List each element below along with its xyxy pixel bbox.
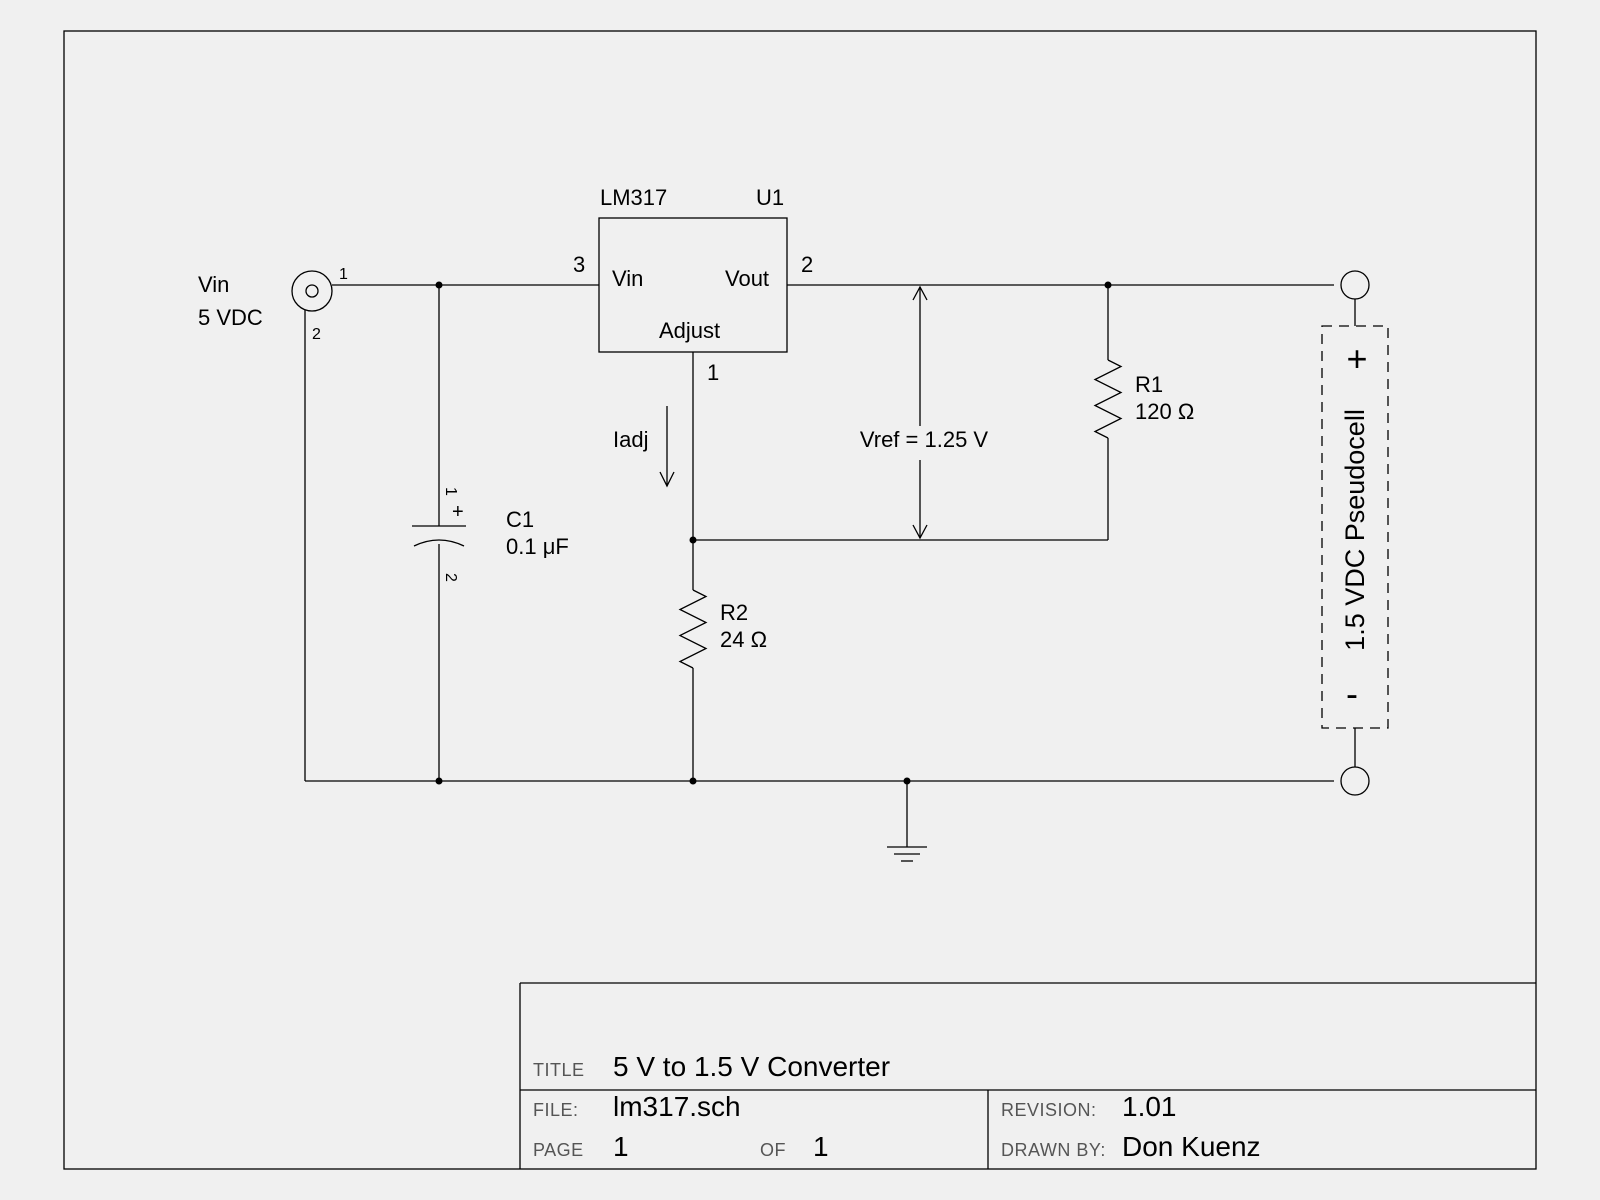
regulator-vin-label: Vin <box>612 266 643 291</box>
junction-dot <box>435 777 443 785</box>
c1-value: 0.1 μF <box>506 534 569 559</box>
pseudocell[interactable] <box>1321 325 1389 729</box>
resistor-r2[interactable] <box>678 589 708 669</box>
regulator-refdes: U1 <box>756 185 784 210</box>
resistor-symbol <box>678 589 708 669</box>
ground-symbol <box>887 846 927 862</box>
bnc-connector-icon <box>291 270 333 312</box>
junction-dot <box>689 536 697 544</box>
r2-value: 24 Ω <box>720 627 767 652</box>
regulator-u1[interactable] <box>598 217 788 353</box>
input-connector[interactable] <box>291 270 333 312</box>
pseudocell-minus: - <box>1346 673 1358 714</box>
junction-dot <box>1104 281 1112 289</box>
regulator-pin-adj-number: 1 <box>707 360 719 385</box>
c1-pin2-number: 2 <box>442 573 459 582</box>
input-pin2-number: 2 <box>312 326 321 343</box>
of-key: OF <box>760 1140 786 1160</box>
title-value: 5 V to 1.5 V Converter <box>613 1051 890 1082</box>
drawn-by-value: Don Kuenz <box>1122 1131 1261 1162</box>
capacitor-c1[interactable] <box>412 525 466 547</box>
resistor-symbol <box>1093 359 1123 439</box>
title-key: TITLE <box>533 1060 585 1080</box>
regulator-vout-label: Vout <box>725 266 769 291</box>
bnc-center-pin <box>305 284 319 298</box>
iadj-label: Iadj <box>613 427 648 452</box>
output-terminal-negative[interactable] <box>1340 766 1370 796</box>
of-value: 1 <box>813 1131 829 1162</box>
arrowhead-icon <box>912 524 928 540</box>
input-connector-voltage: 5 VDC <box>198 305 263 330</box>
title-block <box>519 982 1536 1169</box>
regulator-pin-vin-number: 3 <box>573 252 585 277</box>
page-key: PAGE <box>533 1140 584 1160</box>
c1-pin1-number: 1 <box>442 487 459 496</box>
file-value: lm317.sch <box>613 1091 741 1122</box>
regulator-adjust-label: Adjust <box>659 318 720 343</box>
wires <box>304 284 1356 847</box>
iadj-arrow <box>659 406 675 488</box>
pseudocell-label: 1.5 VDC Pseudocell <box>1340 409 1370 651</box>
regulator-pin-vout-number: 2 <box>801 252 813 277</box>
revision-key: REVISION: <box>1001 1100 1097 1120</box>
drawn-by-key: DRAWN BY: <box>1001 1140 1106 1160</box>
revision-value: 1.01 <box>1122 1091 1177 1122</box>
junction-dot <box>435 281 443 289</box>
input-pin1-number: 1 <box>339 266 348 283</box>
junction-dot <box>903 777 911 785</box>
resistor-r1[interactable] <box>1093 359 1123 439</box>
arrowhead-icon <box>659 471 675 488</box>
vref-dimension <box>912 285 928 540</box>
regulator-body <box>598 217 788 353</box>
r2-refdes: R2 <box>720 600 748 625</box>
pseudocell-plus: + <box>1346 338 1367 379</box>
file-key: FILE: <box>533 1100 579 1120</box>
page-value: 1 <box>613 1131 629 1162</box>
output-terminal-positive[interactable] <box>1340 270 1370 300</box>
input-connector-name: Vin <box>198 272 229 297</box>
drawing-frame <box>63 30 1537 1170</box>
r1-refdes: R1 <box>1135 372 1163 397</box>
arrowhead-icon <box>912 285 928 301</box>
regulator-part-name: LM317 <box>600 185 667 210</box>
vref-label: Vref = 1.25 V <box>860 427 989 452</box>
r1-value: 120 Ω <box>1135 399 1194 424</box>
pseudocell-outline <box>1321 325 1389 729</box>
c1-polarity-plus: + <box>452 501 464 523</box>
capacitor-plate-negative <box>413 539 465 547</box>
junction-dot <box>689 777 697 785</box>
c1-refdes: C1 <box>506 507 534 532</box>
junction-dots <box>435 281 1112 785</box>
